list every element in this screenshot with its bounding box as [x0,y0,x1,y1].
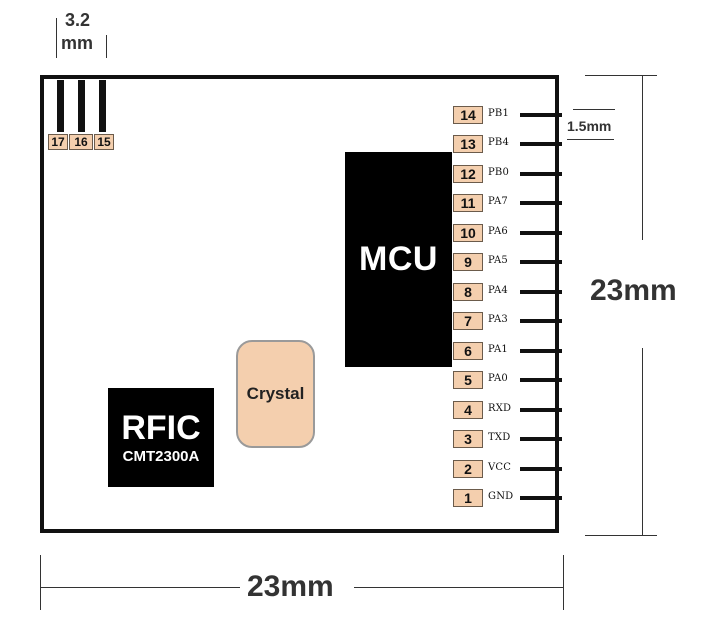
pin-number-badge: 13 [453,135,483,153]
rfic-part-number: CMT2300A [122,447,200,465]
pitch-bottom-line [567,139,614,140]
pin-number-badge: 6 [453,342,483,360]
top-pin-17-lead [57,80,64,132]
pin-length-value: 3.2 [65,10,91,30]
pin-row-5: 5 PA0 [453,371,563,389]
pin-row-13: 13 PB4 [453,135,563,153]
pin-number-badge: 10 [453,224,483,242]
top-pin-15-lead [99,80,106,132]
pin-lead [520,349,562,353]
pitch-top-line [573,109,615,110]
pin-name-label: VCC [488,462,512,473]
pin-pitch-label: 1.5mm [567,118,612,134]
pin-row-7: 7 PA3 [453,312,563,330]
width-left-tick [40,555,41,610]
pin-name-label: PB0 [488,167,510,178]
rfic-chip: RFIC CMT2300A [108,388,214,487]
pin-name-label: GND [488,491,514,502]
width-right-tick [563,555,564,610]
height-line-lower [642,348,643,535]
pin-number-badge: 3 [453,430,483,448]
width-label: 23mm [247,570,334,603]
pin-number-badge: 14 [453,106,483,124]
pin-number-badge: 5 [453,371,483,389]
pin-number-badge: 12 [453,165,483,183]
pin-number-badge: 11 [453,194,483,212]
crystal-component: Crystal [236,340,315,448]
pin-number-badge: 9 [453,253,483,271]
pin-lead [520,260,562,264]
pin-row-1: 1 GND [453,489,563,507]
pin-lead [520,496,562,500]
crystal-label: Crystal [246,384,305,403]
pin-row-12: 12 PB0 [453,165,563,183]
pin-row-11: 11 PA7 [453,194,563,212]
height-label: 23mm [590,274,677,307]
width-line-right [354,587,563,588]
pin-name-label: PA7 [488,196,508,207]
pin-number-badge: 7 [453,312,483,330]
pin-row-2: 2 VCC [453,460,563,478]
height-line-upper [642,75,643,240]
pin-lead [520,201,562,205]
width-line-left [40,587,240,588]
height-top-tick [585,75,657,76]
pin-name-label: PA5 [488,255,508,266]
pin-name-label: TXD [488,432,511,443]
pin-row-6: 6 PA1 [453,342,563,360]
mcu-label: MCU [359,240,438,278]
pin-row-4: 4 RXD [453,401,563,419]
top-pin-15-badge: 15 [94,134,114,150]
pin-number-badge: 8 [453,283,483,301]
pin-name-label: PA4 [488,285,508,296]
pin-name-label: PA6 [488,226,508,237]
pin-name-label: PB4 [488,137,510,148]
pin-lead [520,290,562,294]
pin-length-right-tick [106,35,107,58]
pin-name-label: PA1 [488,344,508,355]
pin-lead [520,378,562,382]
pin-number-badge: 1 [453,489,483,507]
top-pin-16-badge: 16 [69,134,93,150]
rfic-label: RFIC [121,408,201,447]
pin-number-badge: 4 [453,401,483,419]
pin-lead [520,467,562,471]
pin-lead [520,319,562,323]
pin-lead [520,113,562,117]
pin-lead [520,142,562,146]
pin-row-8: 8 PA4 [453,283,563,301]
pin-name-label: RXD [488,403,512,414]
pin-length-unit: mm [61,33,94,53]
pin-length-left-tick [56,18,57,58]
pin-lead [520,231,562,235]
pin-row-14: 14 PB1 [453,106,563,124]
pin-lead [520,408,562,412]
pin-row-9: 9 PA5 [453,253,563,271]
top-pin-16-lead [78,80,85,132]
mcu-chip: MCU [345,152,452,367]
height-bottom-tick [585,535,657,536]
pin-lead [520,172,562,176]
pin-name-label: PB1 [488,108,510,119]
top-pin-17-badge: 17 [48,134,68,150]
pin-name-label: PA3 [488,314,508,325]
pin-number-badge: 2 [453,460,483,478]
pin-row-10: 10 PA6 [453,224,563,242]
pin-row-3: 3 TXD [453,430,563,448]
pin-name-label: PA0 [488,373,508,384]
pin-lead [520,437,562,441]
